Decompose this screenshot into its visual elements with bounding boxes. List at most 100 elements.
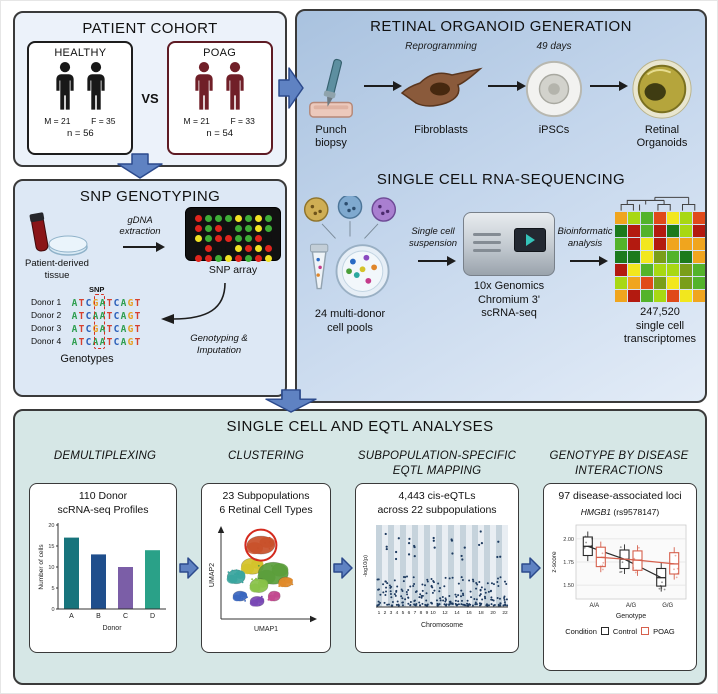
poag-label: POAG (203, 47, 237, 59)
svg-text:16: 16 (466, 610, 472, 616)
step-label: iPSCs (538, 124, 570, 136)
heading-line: INTERACTIONS (574, 464, 663, 477)
healthy-persons (54, 61, 107, 113)
analysis-flow-arrow (333, 557, 353, 579)
flow-arrow-to-analyses (265, 389, 317, 413)
svg-text:10: 10 (430, 610, 436, 616)
snp-row: Patient-derived tissue gDNA extraction S… (15, 207, 285, 281)
svg-text:3: 3 (390, 610, 393, 616)
healthy-female-count: F = 35 (91, 116, 116, 126)
cohort-row: HEALTHY M = 21 F = 35 n = 56 VS POAG (15, 41, 285, 155)
blood-tube-and-dish-icon (29, 212, 88, 256)
organoid-steps-row: Punch biopsy Reprogramming Fibroblasts 4… (297, 41, 705, 150)
sequencer-label: 10x Genomics Chromium 3' scRNA-seq (473, 280, 545, 320)
svg-text:9: 9 (426, 610, 429, 616)
reprogramming-label: Reprogramming (405, 41, 477, 52)
step-arrow (590, 41, 628, 91)
svg-text:1.50: 1.50 (563, 583, 574, 589)
svg-text:6: 6 (408, 610, 411, 616)
person-icon (87, 62, 105, 110)
poag-swatch-icon (641, 627, 650, 636)
svg-text:B: B (96, 613, 101, 620)
person-icon (226, 62, 244, 110)
step-retinal-organoids: Retinal Organoids (622, 41, 702, 150)
svg-text:-log10(p): -log10(p) (363, 555, 369, 577)
suspension-label: Single cell suspension (408, 226, 458, 250)
svg-text:4: 4 (396, 610, 399, 616)
heading-line: SUBPOPULATION-SPECIFIC (357, 450, 517, 462)
svg-text:A/A: A/A (589, 603, 599, 609)
svg-text:12: 12 (442, 610, 448, 616)
flow-arrow-cohort-to-snp (117, 153, 163, 179)
snp-genotyping-title: SNP GENOTYPING (79, 188, 221, 205)
svg-text:z-score: z-score (551, 551, 558, 573)
svg-text:8: 8 (420, 610, 423, 616)
patient-cohort-panel: PATIENT COHORT HEALTHY M = 21 F = 35 n =… (13, 11, 287, 167)
svg-text:2: 2 (384, 610, 387, 616)
heading-line: DEMULTIPLEXING (53, 450, 157, 462)
right-arrow-icon (570, 256, 608, 267)
analysis-flow-arrow (521, 557, 541, 579)
step-punch-biopsy: Punch biopsy (300, 41, 362, 150)
transcriptomes-label: 247,520 single cell transcriptomes (623, 306, 697, 346)
analyses-panel: SINGLE CELL AND EQTL ANALYSES DEMULTIPLE… (13, 409, 707, 685)
snp-column-highlight (94, 294, 105, 349)
person-icon (56, 62, 74, 110)
svg-text:14: 14 (454, 610, 460, 616)
genotype-disease-stat: 97 disease-associated loci (558, 490, 682, 502)
heading-line: CLUSTERING (227, 450, 305, 462)
poag-persons (193, 61, 246, 113)
eqtl-mapping-heading: SUBPOPULATION-SPECIFIC EQTL MAPPING (349, 449, 525, 479)
svg-text:G/G: G/G (662, 603, 673, 609)
tissue-group: Patient-derived tissue (15, 207, 99, 281)
heading-line: GENOTYPE BY DISEASE (549, 450, 689, 462)
genotyping-imputation-label: Genotyping & Imputation (190, 333, 248, 356)
snp-marker-label: SNP (89, 285, 105, 294)
play-icon (525, 234, 535, 247)
days-label: 49 days (536, 41, 572, 52)
svg-text:20: 20 (490, 610, 496, 616)
poag-group-box: POAG M = 21 F = 33 n = 54 (166, 41, 273, 155)
step-label: Fibroblasts (414, 124, 468, 136)
genotyping-arrow (161, 282, 226, 324)
cell-pools-label: 24 multi-donor cell pools (314, 308, 386, 334)
eqtl-mapping-box: 4,443 cis-eQTLs across 22 subpopulations… (355, 483, 519, 653)
healthy-total: n = 56 (66, 128, 94, 139)
genotypes-label: Genotypes (60, 353, 114, 365)
right-arrow-icon (123, 241, 165, 252)
right-arrow-icon (488, 81, 526, 91)
poag-total: n = 54 (206, 128, 234, 139)
cell-pools-icon (303, 196, 397, 299)
machine-vents (473, 233, 501, 237)
cell-pools-item: 24 multi-donor cell pools (297, 196, 403, 335)
svg-text:15: 15 (48, 544, 54, 550)
snp-array-icon (185, 207, 281, 262)
boxplot-title: HMGB1 (rs9578147) (580, 506, 660, 517)
dendrogram-icon (620, 197, 696, 212)
healthy-male-count: M = 21 (44, 116, 71, 126)
snp-array-group: SNP array (181, 207, 285, 276)
fibroblast-icon (400, 67, 483, 107)
heading-line: EQTL MAPPING (392, 464, 482, 477)
healthy-group-box: HEALTHY M = 21 F = 35 n = 56 (27, 41, 134, 155)
snp-array-label: SNP array (208, 264, 258, 276)
sequencer-item: 10x Genomics Chromium 3' scRNA-seq (463, 196, 555, 320)
expression-heatmap (615, 212, 705, 303)
vs-label: VS (141, 90, 159, 106)
sequencer-machine-icon (463, 212, 555, 277)
svg-text:UMAP2: UMAP2 (209, 563, 216, 587)
genotype-disease-heading: GENOTYPE BY DISEASE INTERACTIONS (535, 449, 703, 479)
gdna-label: gDNA extraction (119, 215, 161, 238)
patient-cohort-title: PATIENT COHORT (82, 20, 218, 37)
organoid-generation-title: RETINAL ORGANOID GENERATION (370, 18, 632, 35)
poag-male-count: M = 21 (183, 116, 210, 126)
clustering-box: 23 Subpopulations 6 Retinal Cell Types U… (201, 483, 331, 653)
healthy-label: HEALTHY (54, 47, 107, 59)
